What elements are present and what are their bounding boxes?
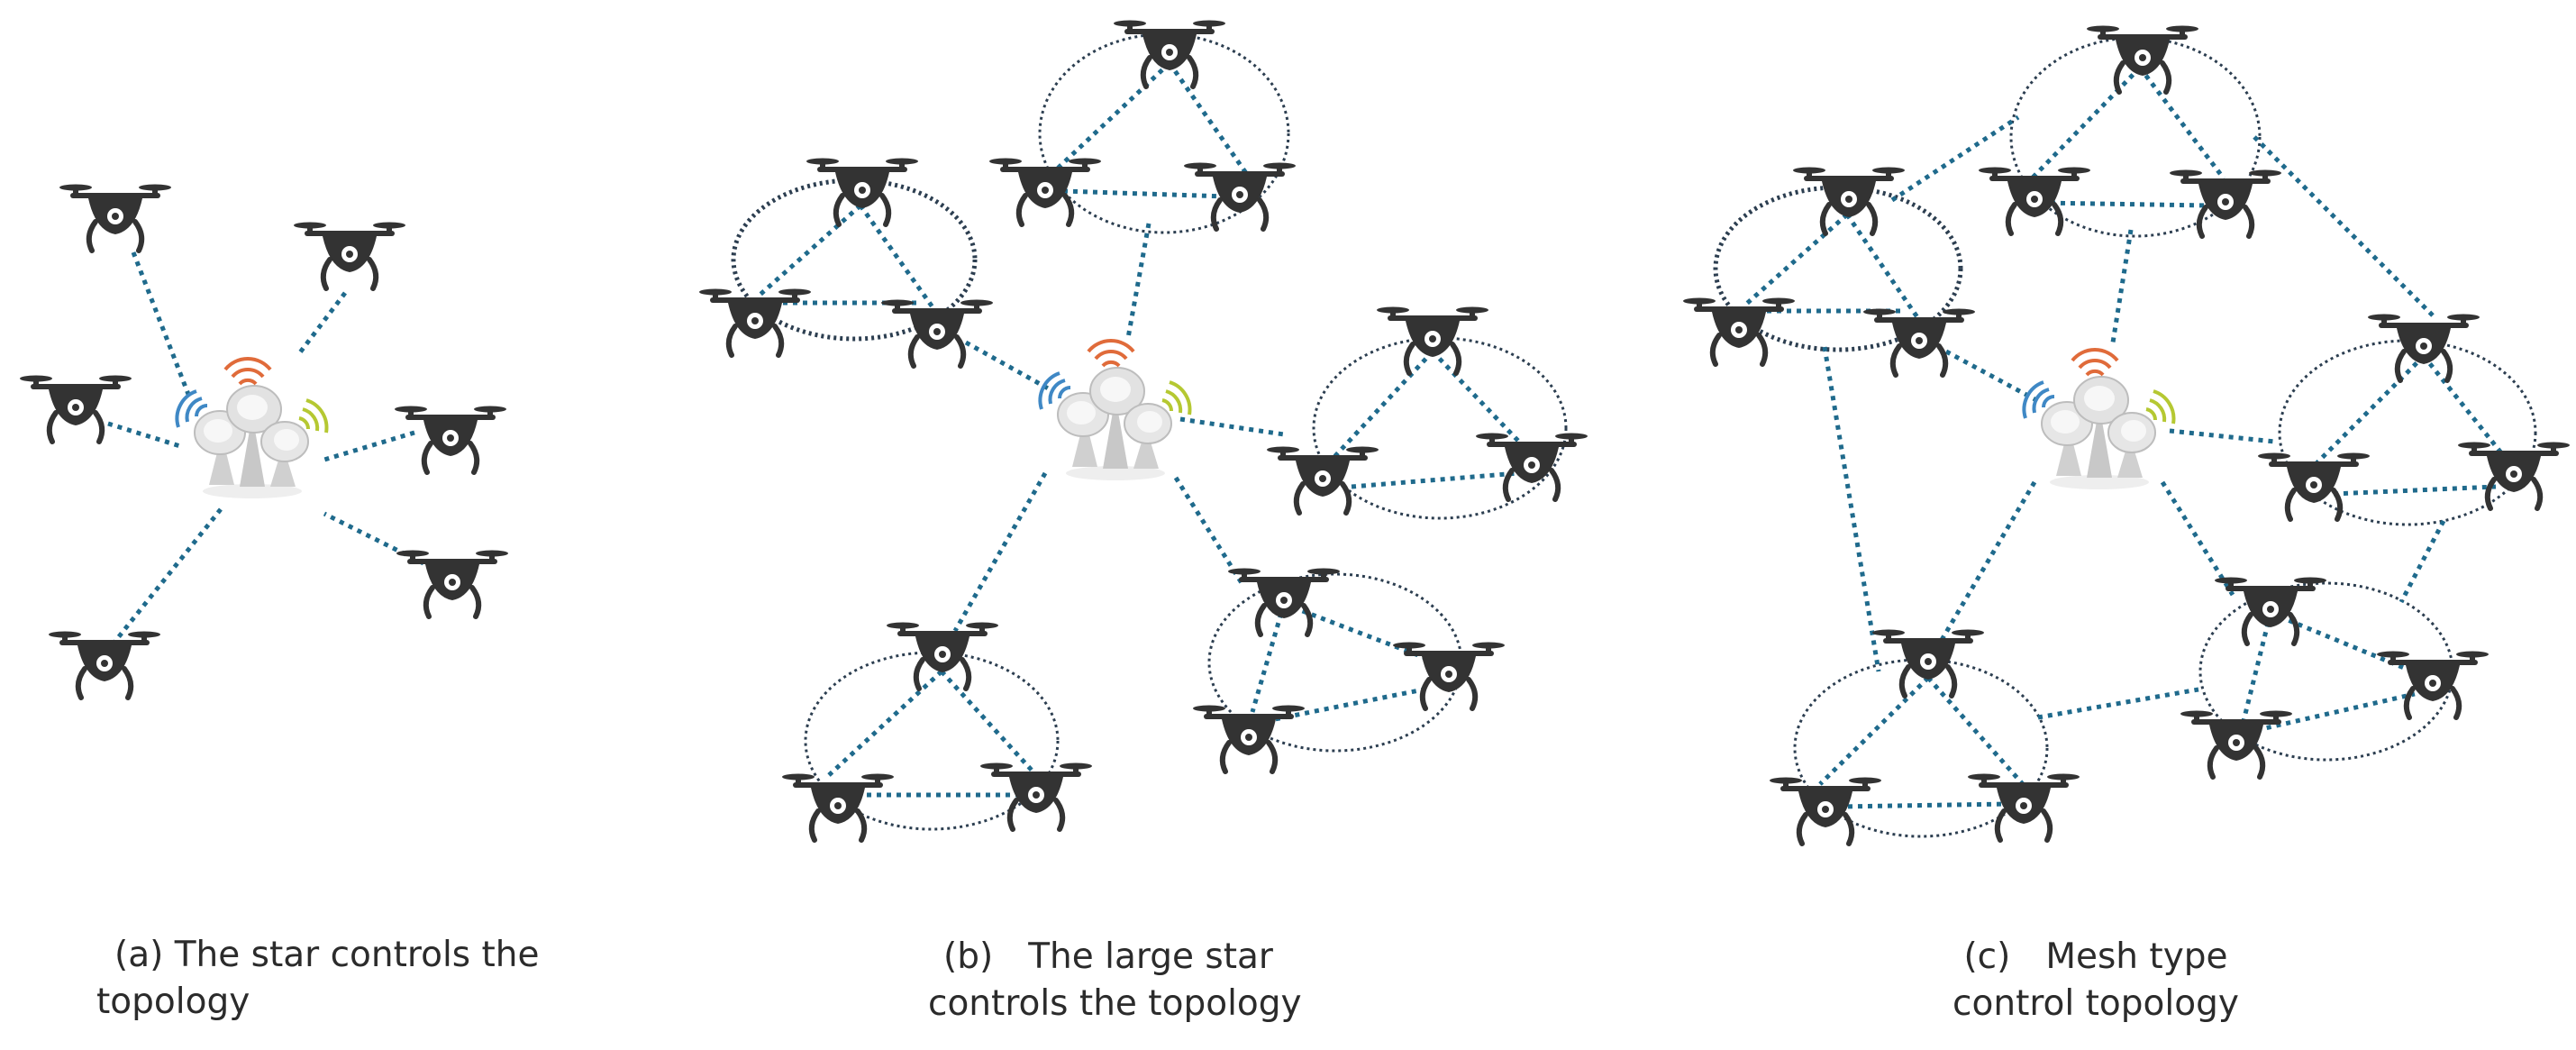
drone-icon: [2368, 315, 2480, 381]
panel-a-caption: (a) The star controls the topology: [96, 932, 540, 1026]
drone-icon: [1393, 643, 1505, 709]
drone-icon: [1184, 163, 1296, 230]
drone-icon: [782, 774, 894, 841]
drone-icon: [2170, 170, 2281, 237]
drone-icon: [49, 632, 160, 698]
drone-icon: [2377, 652, 2489, 718]
drone-icon: [1979, 168, 2090, 234]
drone-icon: [2087, 26, 2198, 93]
drone-icon: [396, 551, 508, 617]
drone-icon: [294, 223, 405, 289]
drone-icon: [59, 185, 171, 251]
drone-icon: [1863, 309, 1975, 376]
drone-icon: [2215, 578, 2326, 644]
panel-b-large-star-topology: [699, 21, 1588, 841]
drone-icon: [1267, 447, 1379, 514]
drone-icon: [1193, 706, 1305, 772]
ground-station-icon: [175, 356, 329, 500]
drone-icon: [1968, 774, 2080, 841]
drone-icon: [1228, 569, 1340, 635]
drone-icon: [2258, 453, 2370, 520]
panel-c-links: [1742, 66, 2516, 809]
drone-icon: [1683, 298, 1795, 365]
panel-b-caption: (b) The large star controls the topology: [928, 934, 1302, 1027]
panel-c-caption: (c) Mesh type control topology: [1916, 934, 2276, 1027]
panel-c-mesh-topology: [1683, 26, 2570, 845]
caption-line: (b) The large star: [943, 936, 1273, 977]
ground-station-icon: [1038, 338, 1192, 482]
ground-station-icon: [2022, 347, 2176, 491]
drone-icon: [806, 159, 918, 225]
drone-icon: [20, 376, 132, 443]
panel-a-links: [107, 251, 425, 646]
drone-icon: [1793, 168, 1905, 234]
caption-line: topology: [96, 982, 250, 1022]
drone-icon: [1770, 778, 1881, 845]
drone-icon: [2180, 711, 2292, 778]
drone-icon: [1114, 21, 1225, 87]
drone-icon: [699, 289, 811, 356]
caption-line: (a) The star controls the: [114, 935, 540, 975]
caption-line: (c) Mesh type: [1963, 936, 2228, 977]
drone-icon: [1476, 434, 1588, 500]
drone-icon: [1872, 630, 1984, 697]
panel-a-star-topology: [20, 185, 508, 698]
drone-icon: [2458, 443, 2570, 509]
drone-icon: [395, 406, 506, 473]
caption-line: controls the topology: [928, 983, 1302, 1024]
caption-line: control topology: [1952, 983, 2239, 1024]
